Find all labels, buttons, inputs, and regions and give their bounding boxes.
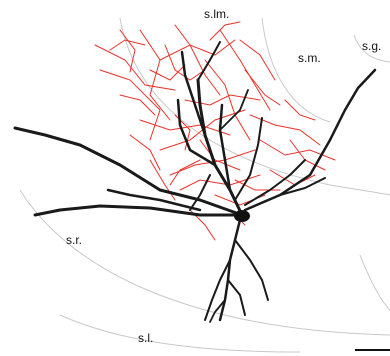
left-lower-dendrite xyxy=(35,206,242,215)
apical-dendrite-branch-4 xyxy=(235,118,262,200)
lower-right-boundary xyxy=(360,255,390,310)
layer-label-sl: s.l. xyxy=(138,331,153,345)
hippocampal-fissure-boundary xyxy=(120,18,390,195)
sl-boundary xyxy=(60,315,300,352)
basal-dendrite-main xyxy=(220,220,240,320)
layer-label-sr: s.r. xyxy=(66,233,82,247)
layer-label-slm: s.lm. xyxy=(204,7,229,21)
layer-label-sg: s.g. xyxy=(362,39,381,53)
basal-dendrite-branch-3 xyxy=(235,240,268,300)
cell-body xyxy=(234,210,250,222)
sm-sg-boundary xyxy=(262,18,330,122)
pyramidal-layer-boundary xyxy=(20,190,390,335)
layer-label-sm: s.m. xyxy=(298,51,321,65)
basal-dendrite-branch-2 xyxy=(228,280,245,315)
